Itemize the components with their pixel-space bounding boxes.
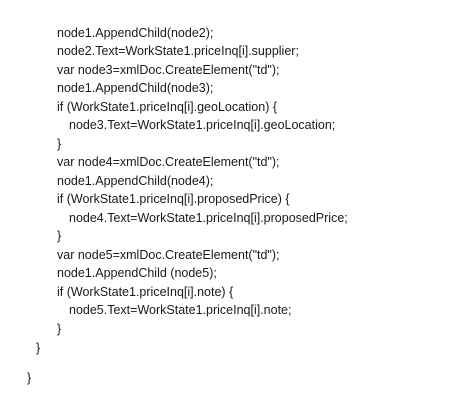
code-line: node1.AppendChild (node5); bbox=[57, 266, 217, 280]
code-line: } bbox=[36, 341, 41, 355]
code-line: if (WorkState1.priceInq[i].proposedPrice… bbox=[57, 192, 290, 206]
code-line: var node5=xmlDoc.CreateElement("td"); bbox=[57, 248, 280, 262]
code-line: if (WorkState1.priceInq[i].geoLocation) … bbox=[57, 100, 278, 114]
code-line: var node4=xmlDoc.CreateElement("td"); bbox=[57, 155, 280, 169]
code-line: } bbox=[57, 322, 62, 336]
code-line: } bbox=[57, 137, 62, 151]
code-line: var node3=xmlDoc.CreateElement("td"); bbox=[57, 63, 280, 77]
code-line: node1.AppendChild(node3); bbox=[57, 81, 214, 95]
code-line: if (WorkState1.priceInq[i].note) { bbox=[57, 285, 234, 299]
code-line: } bbox=[27, 371, 32, 385]
code-line: node3.Text=WorkState1.priceInq[i].geoLoc… bbox=[69, 118, 336, 132]
code-line: node4.Text=WorkState1.priceInq[i].propos… bbox=[69, 211, 348, 225]
code-line: node1.AppendChild(node2); bbox=[57, 26, 214, 40]
code-line: node5.Text=WorkState1.priceInq[i].note; bbox=[69, 303, 292, 317]
code-line: node2.Text=WorkState1.priceInq[i].suppli… bbox=[57, 44, 299, 58]
code-line: } bbox=[57, 229, 62, 243]
code-line: node1.AppendChild(node4); bbox=[57, 174, 214, 188]
